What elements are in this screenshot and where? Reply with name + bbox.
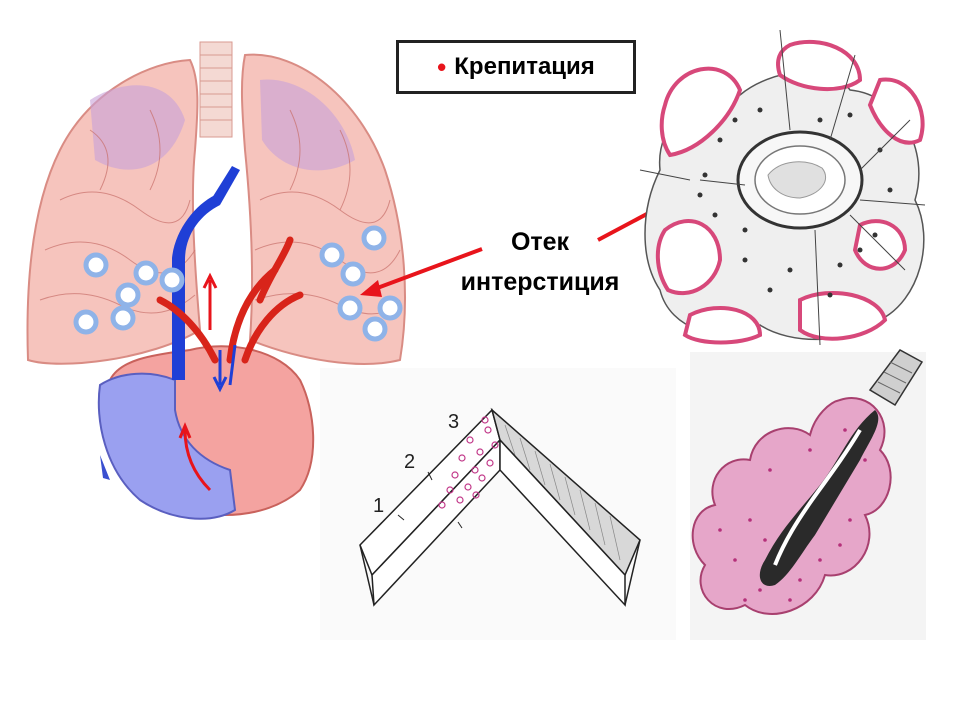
label-line-2: интерстиция bbox=[460, 268, 620, 296]
interstitial-cells bbox=[697, 107, 893, 298]
left-upper-lobe-tint bbox=[90, 85, 185, 170]
air-channel bbox=[759, 410, 879, 586]
air-channel-highlight bbox=[773, 428, 862, 566]
right-slab-hatching bbox=[504, 424, 621, 561]
interstitium-cross-section bbox=[639, 29, 926, 346]
arrow-to-lungs-head bbox=[360, 280, 382, 297]
flow-arrows bbox=[178, 272, 237, 492]
right-slab-side bbox=[624, 539, 641, 606]
alveolar-sacs bbox=[655, 39, 925, 345]
alveolar-wall-diagram: 1 2 3 bbox=[320, 368, 676, 640]
label-line-1: Отек bbox=[510, 228, 570, 256]
pulmonary-artery bbox=[172, 195, 220, 380]
label-2: 2 bbox=[404, 451, 415, 473]
title-box: • Крепитация bbox=[396, 40, 636, 94]
right-heart-chambers bbox=[97, 372, 237, 520]
right-upper-lobe-tint bbox=[260, 79, 355, 171]
title-text: Крепитация bbox=[454, 53, 595, 80]
lungs-heart-illustration bbox=[26, 41, 406, 520]
alveolus-fluid-illustration bbox=[690, 349, 926, 640]
trachea-rings bbox=[200, 54, 232, 121]
interstitial-fibers bbox=[639, 29, 926, 346]
fluid-dots bbox=[438, 416, 499, 509]
left-slab-side bbox=[359, 544, 375, 606]
arrow-to-lungs bbox=[371, 247, 483, 292]
label-1: 1 bbox=[373, 495, 384, 517]
pulmonary-artery-branch bbox=[212, 166, 240, 205]
label-3: 3 bbox=[448, 411, 459, 433]
interstitial-edema-label: Отек интерстиция bbox=[425, 222, 655, 302]
trachea bbox=[199, 41, 233, 138]
pulmonary-veins bbox=[156, 236, 304, 364]
label-leaders bbox=[397, 471, 463, 529]
lumen-content bbox=[767, 161, 827, 199]
title-bullet: • bbox=[437, 51, 447, 82]
tube-rings bbox=[877, 361, 913, 394]
alveolus-stipple bbox=[718, 428, 867, 602]
vena-cava-stub bbox=[100, 455, 110, 480]
alveolus-sac bbox=[691, 397, 892, 615]
fluid-bubbles bbox=[73, 225, 403, 342]
